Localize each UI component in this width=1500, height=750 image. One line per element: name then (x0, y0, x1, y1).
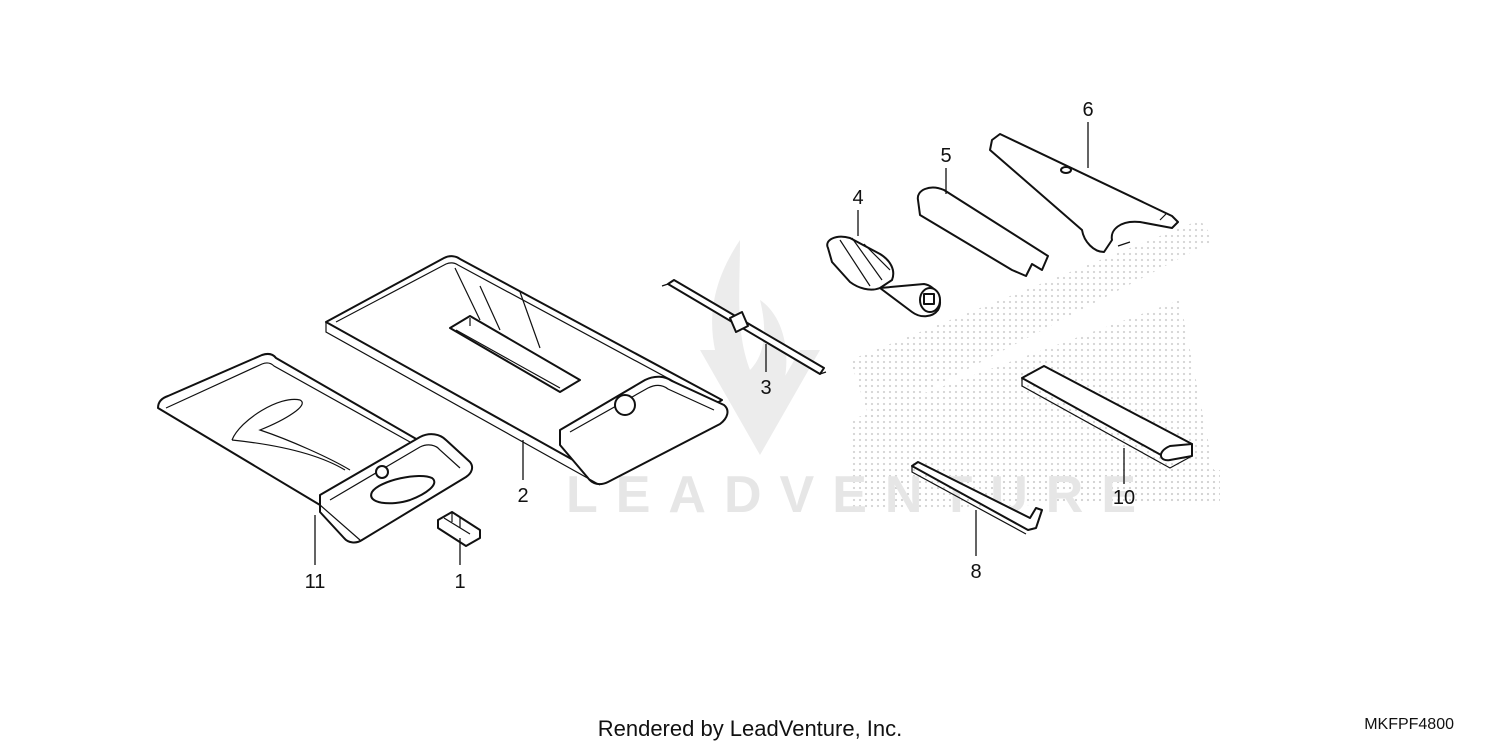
dotted-background-pattern (850, 220, 1220, 510)
part-6-pin-spanner[interactable] (989, 133, 1179, 253)
part-3-screwdriver-shaft[interactable] (661, 279, 827, 375)
leader-lines (314, 122, 1125, 565)
callout-4: 4 (852, 187, 863, 209)
callout-3: 3 (760, 377, 771, 399)
callout-2: 2 (517, 485, 528, 507)
part-8-hex-key[interactable] (911, 461, 1043, 535)
part-1-fuse-clip[interactable] (437, 511, 481, 547)
callout-8: 8 (970, 561, 981, 583)
part-4-screwdriver-handle[interactable] (826, 235, 942, 318)
callout-5: 5 (940, 145, 951, 167)
callout-11: 11 (305, 571, 326, 593)
watermark-logo-icon (700, 240, 820, 455)
part-2-large-tool-pouch[interactable] (325, 255, 729, 486)
part-10-hex-bar[interactable] (1021, 365, 1193, 469)
callout-6: 6 (1082, 99, 1093, 121)
diagram-code: MKFPF4800 (1364, 716, 1454, 733)
part-11-small-tool-pouch[interactable] (157, 353, 474, 544)
part-5-flat-spanner[interactable] (916, 186, 1049, 277)
rendered-by-credit: Rendered by LeadVenture, Inc. (597, 716, 903, 741)
watermark-text: LEADVENTURE (566, 466, 1154, 524)
callout-10: 10 (1113, 487, 1135, 509)
callout-1: 1 (454, 571, 465, 593)
